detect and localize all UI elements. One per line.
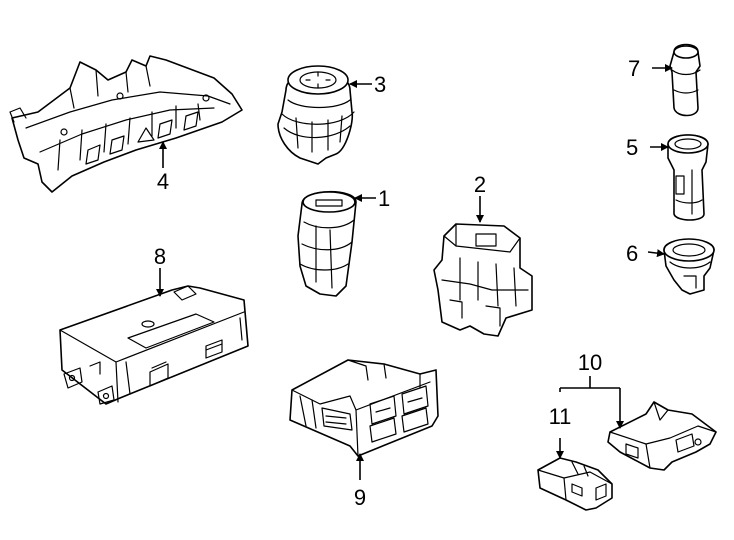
part-8-control-module bbox=[59, 285, 249, 405]
callout-5: 5 bbox=[626, 135, 638, 160]
part-3-round-socket bbox=[277, 65, 355, 165]
part-6-socket-ring bbox=[663, 238, 715, 295]
callout-8: 8 bbox=[154, 244, 166, 269]
callout-10: 10 bbox=[578, 350, 602, 375]
part-4-switch-panel-bracket bbox=[9, 55, 243, 193]
callout-2: 2 bbox=[474, 172, 486, 197]
leader-6 bbox=[647, 249, 665, 258]
part-1-usb-socket bbox=[297, 190, 357, 297]
callout-9: 9 bbox=[354, 485, 366, 510]
part-9-usb-charger bbox=[289, 359, 439, 457]
callout-1: 1 bbox=[378, 186, 390, 211]
callout-7: 7 bbox=[628, 56, 640, 81]
part-10-connector-bracket bbox=[607, 401, 717, 471]
part-11-small-connector bbox=[537, 457, 613, 511]
callout-3: 3 bbox=[374, 72, 386, 97]
part-5-socket-sleeve bbox=[667, 134, 709, 221]
callout-6: 6 bbox=[626, 241, 638, 266]
part-7-plug bbox=[669, 43, 701, 117]
callout-11: 11 bbox=[549, 404, 572, 429]
part-2-switch-module bbox=[433, 223, 533, 337]
callout-4: 4 bbox=[157, 169, 169, 194]
